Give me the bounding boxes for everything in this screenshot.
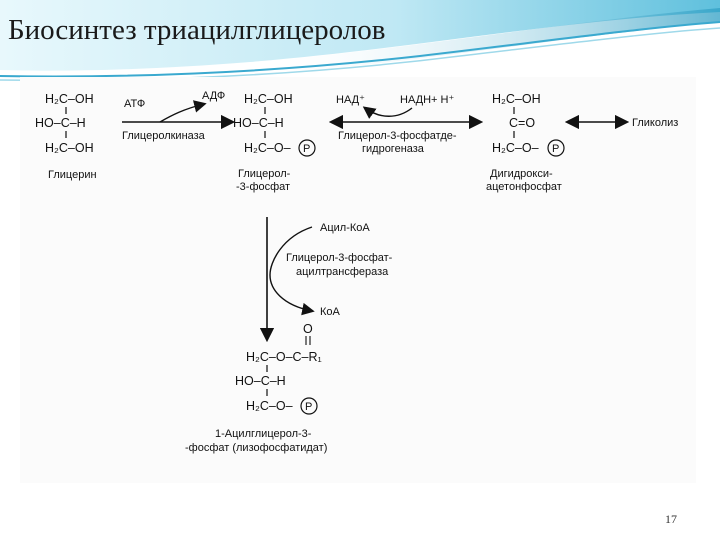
reaction-glycerol-kinase: АТФ АДФ Глицеролкиназа <box>122 90 236 142</box>
dhap-line-2: C=O <box>509 116 535 130</box>
kinase-enzyme: Глицеролкиназа <box>122 130 206 142</box>
g3p-line-2: HO–C–H <box>233 116 284 130</box>
glycerol-3-phosphate-structure: H₂C–OH HO–C–H H₂C–O– P Глицерол- -3-фосф… <box>233 92 316 193</box>
glycerol-structure: H₂C–OH HO–C–H H₂C–OH Глицерин <box>35 92 97 181</box>
product-line-3: H₂C–O– <box>246 399 293 413</box>
glycerol-line-1: H₂C–OH <box>45 92 94 106</box>
product-name-2: -фосфат (лизофосфатидат) <box>185 442 327 454</box>
dhap-structure: H₂C–OH C=O H₂C–O– P Дигидрокси- ацетонфо… <box>486 92 565 193</box>
nad-nadh-curve <box>362 106 413 119</box>
adp-label: АДФ <box>202 90 225 102</box>
g3p-phosphate: P <box>303 143 310 155</box>
glycolysis-link: Гликолиз <box>564 114 678 130</box>
nadh-label: НАДН+ Н⁺ <box>400 94 454 106</box>
acyl-coa-curve <box>269 226 315 316</box>
glycerol-name: Глицерин <box>48 169 97 181</box>
reaction-dehydrogenase: НАД⁺ НАДН+ Н⁺ Глицерол-3-фосфатде- гидро… <box>328 94 484 155</box>
dhap-phosphate: P <box>552 143 559 155</box>
atp-label: АТФ <box>124 98 145 110</box>
dehydrogenase-enzyme-1: Глицерол-3-фосфатде- <box>338 130 457 142</box>
diagram-canvas: H₂C–OH HO–C–H H₂C–OH Глицерин АТФ АДФ Гл… <box>35 90 678 454</box>
g3p-name-2: -3-фосфат <box>236 181 290 193</box>
dhap-name-1: Дигидрокси- <box>490 168 553 180</box>
glycolysis-label: Гликолиз <box>632 117 678 129</box>
coa-label: КоА <box>320 306 341 318</box>
atp-adp-curve <box>159 100 207 123</box>
slide-title: Биосинтез триацилглицеролов <box>8 14 386 46</box>
dhap-name-2: ацетонфосфат <box>486 181 562 193</box>
phosphate-circle-icon <box>547 139 565 157</box>
page-number: 17 <box>665 512 677 526</box>
biosynthesis-diagram: H₂C–OH HO–C–H H₂C–OH Глицерин АТФ АДФ Гл… <box>20 77 696 483</box>
lysophosphatidate-structure: O H₂C–O–C–R₁ HO–C–H H₂C–O– P 1-Ацилглице… <box>185 322 327 454</box>
g3p-line-1: H₂C–OH <box>244 92 293 106</box>
dehydrogenase-enzyme-2: гидрогеназа <box>362 143 425 155</box>
carbonyl-oxygen: O <box>303 322 313 336</box>
header-wave-decoration <box>0 0 720 82</box>
glycerol-line-2: HO–C–H <box>35 116 86 130</box>
nad-label: НАД⁺ <box>336 94 365 106</box>
acyltransferase-enzyme-2: ацилтрансфераза <box>296 266 389 278</box>
g3p-line-3: H₂C–O– <box>244 141 291 155</box>
product-phosphate: P <box>305 401 312 413</box>
phosphate-circle-icon <box>298 139 316 157</box>
product-name-1: 1-Ацилглицерол-3- <box>215 428 312 440</box>
dhap-line-1: H₂C–OH <box>492 92 541 106</box>
g3p-name-1: Глицерол- <box>238 168 291 180</box>
phosphate-circle-icon <box>300 397 318 415</box>
product-line-1: H₂C–O–C–R₁ <box>246 350 322 364</box>
product-line-2: HO–C–H <box>235 374 286 388</box>
glycerol-line-3: H₂C–OH <box>45 141 94 155</box>
acyltransferase-enzyme-1: Глицерол-3-фосфат- <box>286 252 393 264</box>
reaction-acyltransferase: Ацил-КоА Глицерол-3-фосфат- ацилтрансфер… <box>259 217 393 343</box>
dhap-line-3: H₂C–O– <box>492 141 539 155</box>
acyl-coa-label: Ацил-КоА <box>320 222 370 234</box>
